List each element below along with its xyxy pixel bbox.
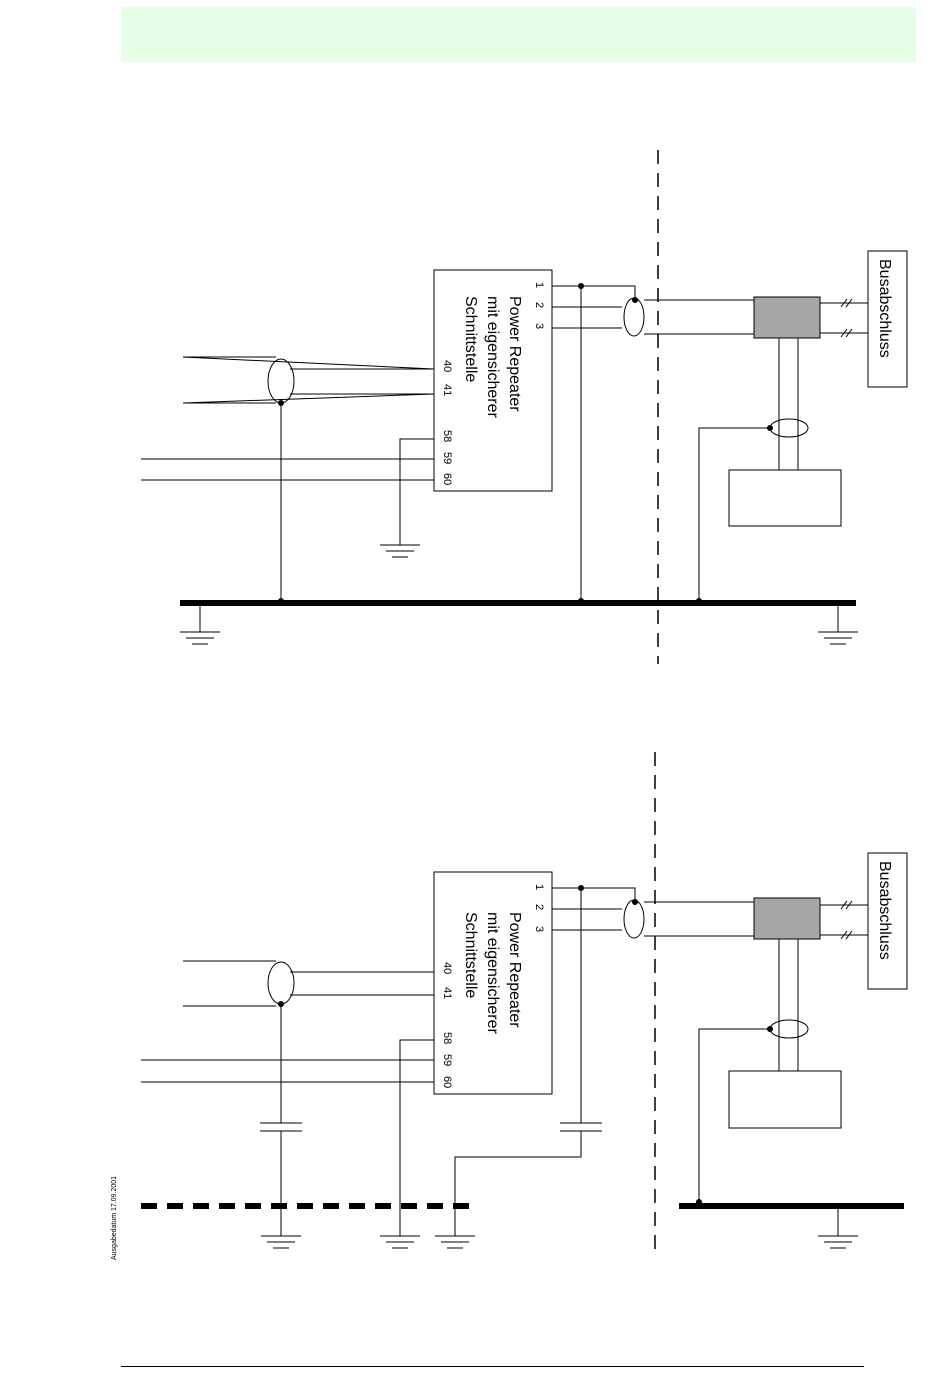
ground-symbol — [818, 1236, 858, 1248]
terminal-40-label: 40 — [441, 360, 453, 372]
ground-wire-58 — [400, 439, 434, 545]
ground-symbol — [261, 1236, 301, 1248]
issue-date: Ausgabedatum 17.09.2001 — [111, 1176, 118, 1260]
terminal-3-label: 3 — [533, 926, 545, 932]
ground-symbol — [380, 1236, 420, 1248]
cable-shield-ring — [268, 962, 294, 1004]
terminal-3-label: 3 — [533, 323, 545, 329]
terminal-41-label: 41 — [441, 987, 453, 999]
repeater-title-line-2: mit eigensicherer — [484, 296, 501, 419]
bus-in-wire-b — [183, 394, 434, 403]
repeater-title-line-3: Schnittstelle — [462, 296, 479, 382]
capacitor-symbol — [260, 1123, 302, 1131]
field-distributor-box — [754, 297, 820, 338]
bus-in-wire-a — [183, 357, 434, 369]
terminal-40-label: 40 — [441, 962, 453, 974]
cable-shield-ring — [268, 359, 294, 403]
repeater-title-line-1: Power Repeater — [506, 912, 523, 1028]
field-device-box — [729, 1071, 841, 1128]
cable-shield-ring — [770, 419, 808, 437]
terminal-1-label: 1 — [533, 282, 545, 288]
diagram-1: Power Repeater mit eigensicherer Schnitt… — [141, 150, 907, 664]
bus-termination-label: Busabschluss — [876, 259, 893, 358]
terminal-60-label: 60 — [441, 1076, 453, 1088]
ground-symbol — [380, 545, 420, 557]
terminal-60-label: 60 — [441, 473, 453, 485]
terminal-58-label: 58 — [441, 1032, 453, 1044]
ground-symbol — [818, 632, 858, 644]
terminal-41-label: 41 — [441, 384, 453, 396]
field-device-box — [729, 470, 841, 526]
repeater-title-line-1: Power Repeater — [506, 296, 523, 412]
bus-termination-label: Busabschluss — [876, 861, 893, 960]
diagram-2: Power Repeater mit eigensicherer Schnitt… — [141, 752, 907, 1258]
field-distributor-box — [754, 898, 820, 939]
ground-symbol — [435, 1236, 475, 1248]
repeater-title-line-2: mit eigensicherer — [484, 912, 501, 1035]
terminal-59-label: 59 — [441, 452, 453, 464]
ground-symbol — [180, 632, 220, 644]
cable-shield-ring — [624, 298, 644, 336]
equipotential-bar — [180, 600, 856, 606]
terminal-58-label: 58 — [441, 430, 453, 442]
terminal-1-label: 1 — [533, 884, 545, 890]
equipotential-bar — [679, 1203, 904, 1209]
cable-shield-ring — [624, 900, 644, 938]
terminal-59-label: 59 — [441, 1054, 453, 1066]
repeater-title-line-3: Schnittstelle — [462, 912, 479, 998]
terminal-2-label: 2 — [533, 904, 545, 910]
terminal-2-label: 2 — [533, 302, 545, 308]
cable-shield-ring — [770, 1020, 808, 1038]
capacitor-symbol — [560, 1123, 602, 1131]
footer-rule — [121, 1366, 864, 1367]
